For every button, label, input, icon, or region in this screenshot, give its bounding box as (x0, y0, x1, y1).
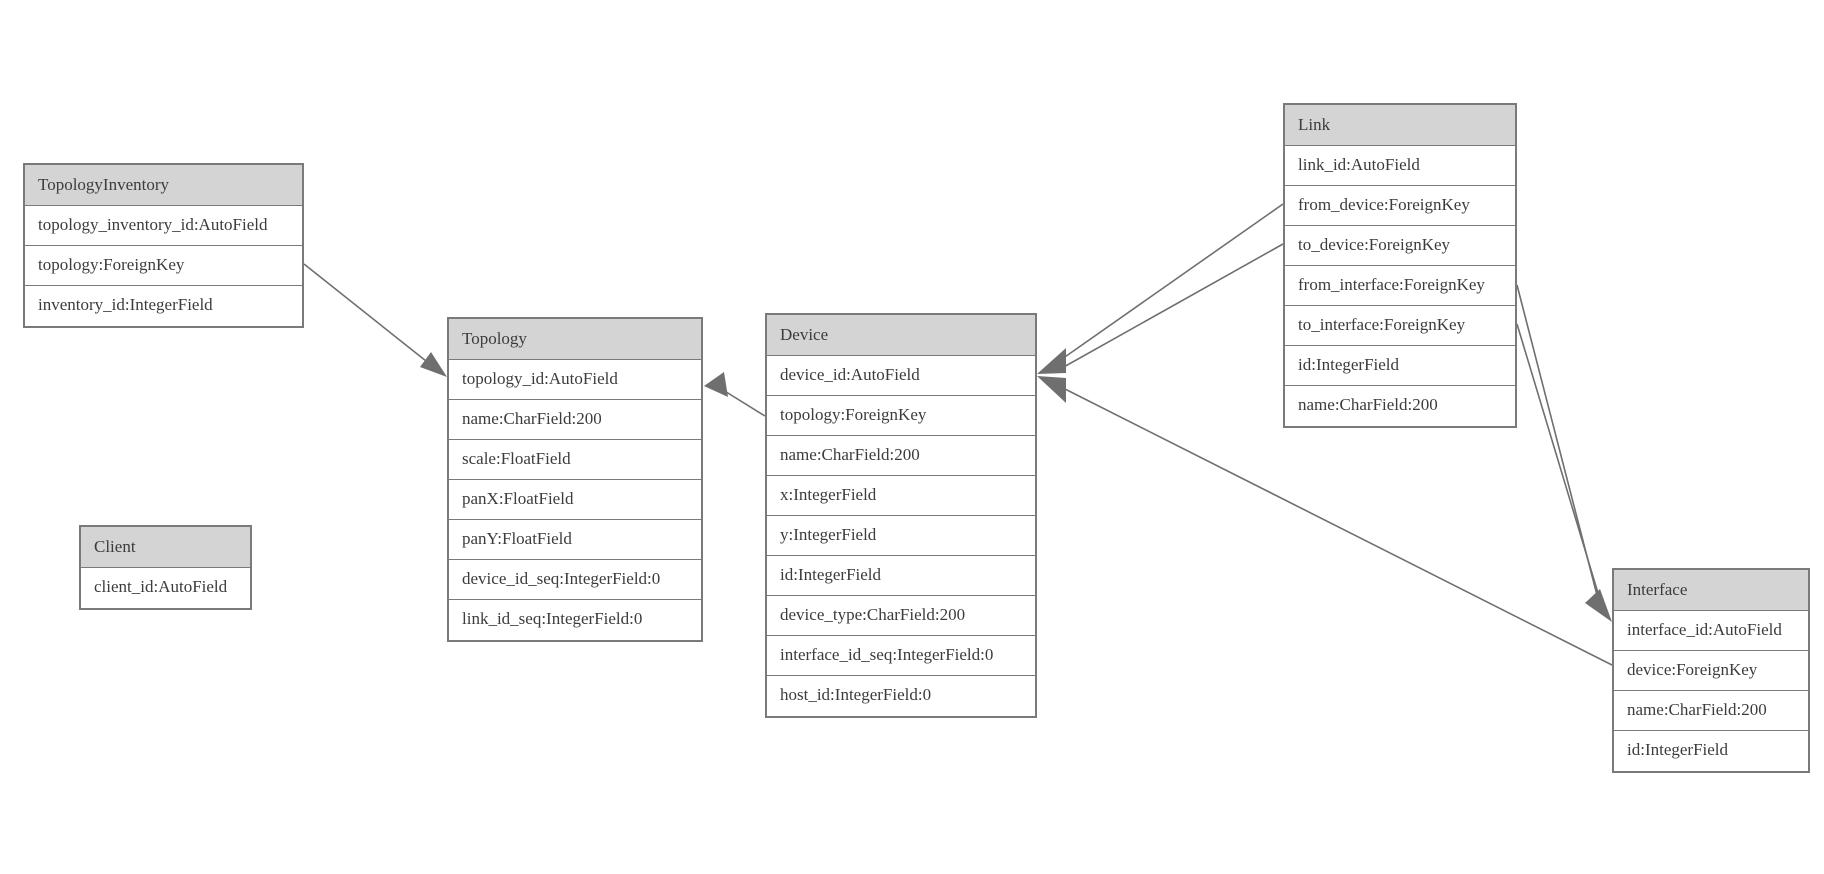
entity-link-field-row: to_device:ForeignKey (1285, 226, 1515, 266)
entity-link-field-row: to_interface:ForeignKey (1285, 306, 1515, 346)
entity-link-field-row: from_interface:ForeignKey (1285, 266, 1515, 306)
entity-device-field-row: host_id:IntegerField:0 (767, 676, 1035, 716)
entity-topology-field-row: panY:FloatField (449, 520, 701, 560)
entity-device-field-row: id:IntegerField (767, 556, 1035, 596)
entity-device-field-row: device_id:AutoField (767, 356, 1035, 396)
edge-link-to-interface-line (1516, 323, 1602, 604)
entity-link-title: Link (1285, 105, 1515, 146)
edge-topologyinventory-topology-arrowhead (420, 352, 447, 377)
entity-topology-inventory-title: TopologyInventory (25, 165, 302, 206)
entity-device-field-row: x:IntegerField (767, 476, 1035, 516)
entity-client-field-row: client_id:AutoField (81, 568, 250, 608)
edge-link-from-device-line (1061, 203, 1284, 360)
edge-interface-device-arrowhead (1037, 376, 1066, 403)
entity-topology-field-row: name:CharField:200 (449, 400, 701, 440)
entity-device-field-row: topology:ForeignKey (767, 396, 1035, 436)
entity-interface-field-row: name:CharField:200 (1614, 691, 1808, 731)
edge-link-from-interface-arrowhead (1585, 589, 1612, 622)
edge-link-to-device-line (1061, 243, 1284, 369)
entity-topology-field-row: panX:FloatField (449, 480, 701, 520)
entity-topology-field-row: scale:FloatField (449, 440, 701, 480)
entity-interface-field-row: device:ForeignKey (1614, 651, 1808, 691)
edge-device-topology-arrowhead (704, 372, 728, 397)
edge-link-from-device-arrowhead (1037, 348, 1066, 374)
entity-device-field-row: interface_id_seq:IntegerField:0 (767, 636, 1035, 676)
entity-link-field-row: name:CharField:200 (1285, 386, 1515, 426)
entity-interface-field-row: interface_id:AutoField (1614, 611, 1808, 651)
edge-device-topology-line (722, 389, 766, 417)
entity-topology-inventory-field-row: topology:ForeignKey (25, 246, 302, 286)
entity-topology-inventory-field-row: inventory_id:IntegerField (25, 286, 302, 326)
entity-interface-field-row: id:IntegerField (1614, 731, 1808, 771)
edge-topologyinventory-topology-line (303, 263, 427, 362)
entity-link-field-row: link_id:AutoField (1285, 146, 1515, 186)
entity-topology-field-row: topology_id:AutoField (449, 360, 701, 400)
entity-device-field-row: name:CharField:200 (767, 436, 1035, 476)
entity-device-field-row: device_type:CharField:200 (767, 596, 1035, 636)
entity-device-field-row: y:IntegerField (767, 516, 1035, 556)
entity-topology-field-row: link_id_seq:IntegerField:0 (449, 600, 701, 640)
entity-link-field-row: from_device:ForeignKey (1285, 186, 1515, 226)
entity-device-title: Device (767, 315, 1035, 356)
entity-topology-field-row: device_id_seq:IntegerField:0 (449, 560, 701, 600)
entity-client-title: Client (81, 527, 250, 568)
entity-link-field-row: id:IntegerField (1285, 346, 1515, 386)
entity-topology-title: Topology (449, 319, 701, 360)
entity-topology-inventory-field-row: topology_inventory_id:AutoField (25, 206, 302, 246)
entity-interface-title: Interface (1614, 570, 1808, 611)
edge-interface-device-line (1062, 387, 1613, 666)
